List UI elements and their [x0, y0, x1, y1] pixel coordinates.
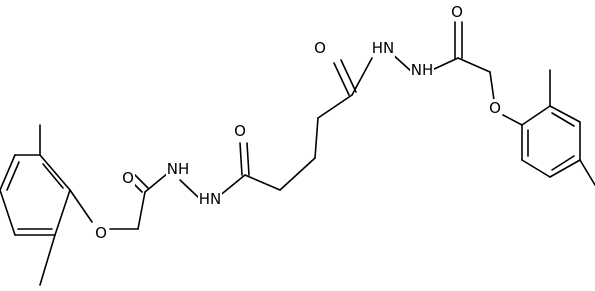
atom-label-hn-right-1: HN	[372, 39, 395, 57]
atom-label-background	[198, 190, 222, 208]
atom-label-background	[94, 224, 108, 242]
bond	[246, 142, 250, 176]
atom-label-background	[233, 122, 247, 140]
atom-label-background	[450, 3, 464, 21]
bond	[0, 154, 16, 191]
bond	[144, 172, 169, 193]
bond	[317, 94, 353, 119]
atom-label-background	[121, 169, 135, 187]
atom-label-layer: O NH HN O O O HN NH O O	[94, 3, 502, 242]
bond	[244, 174, 281, 191]
atom-label-background	[313, 39, 327, 57]
bond	[551, 155, 575, 171]
atom-label-nh-right-2: NH	[411, 61, 434, 79]
bond	[521, 159, 551, 178]
bond	[549, 105, 581, 123]
bond	[54, 189, 71, 236]
atom-label-hn-left-2: HN	[199, 190, 222, 208]
bond	[502, 114, 523, 126]
bond	[133, 173, 149, 189]
bond	[0, 189, 16, 236]
atom-label-background	[410, 61, 434, 79]
bond	[579, 159, 595, 186]
atom-label-o-right-carbonyl: O	[451, 3, 463, 21]
bond	[239, 142, 243, 176]
bond	[217, 174, 246, 198]
bond	[39, 234, 56, 286]
bond	[137, 191, 146, 230]
atom-label-nh-left-1: NH	[167, 160, 190, 178]
bond	[340, 59, 357, 93]
atom-label-o-left-ether: O	[95, 224, 107, 242]
bond	[431, 57, 459, 71]
bond	[314, 117, 319, 159]
bond	[333, 62, 350, 96]
bond	[489, 71, 495, 101]
atom-label-o-center-right: O	[314, 39, 326, 57]
atom-label-o-right-ether: O	[489, 99, 501, 117]
bond	[457, 57, 491, 73]
atom-label-background	[488, 99, 502, 117]
bond	[179, 179, 199, 198]
bond-layer	[0, 21, 595, 286]
bond	[521, 105, 551, 126]
bond	[42, 163, 64, 189]
bond	[69, 189, 93, 223]
bond	[39, 154, 71, 191]
atom-label-o-center-left: O	[234, 122, 246, 140]
atom-label-o-left-carbonyl: O	[122, 169, 134, 187]
atom-label-background	[371, 39, 395, 57]
bond	[551, 112, 575, 127]
atom-label-background	[166, 160, 190, 178]
bond	[6, 161, 20, 191]
bond	[279, 157, 316, 191]
bond	[351, 57, 373, 96]
bond	[549, 159, 581, 178]
